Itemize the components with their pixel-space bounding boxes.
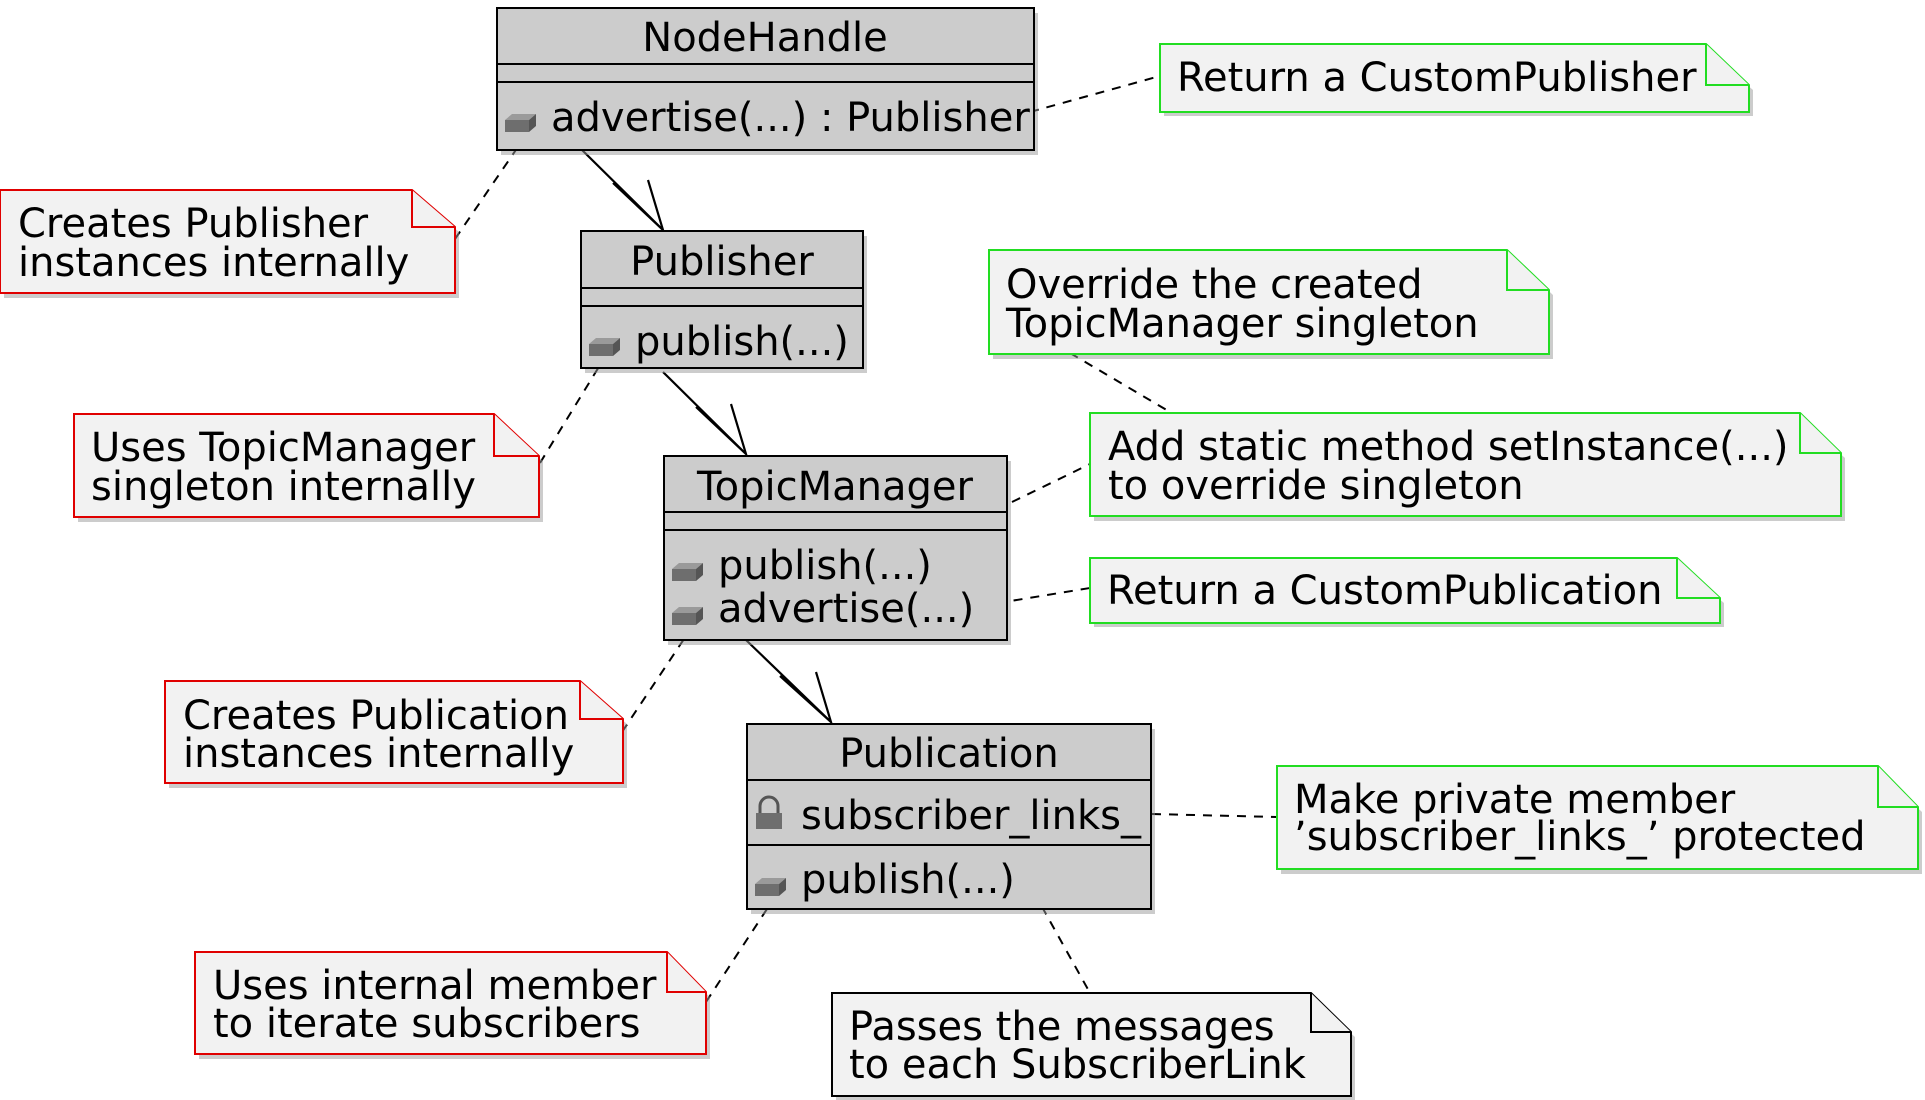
method-icon [672,563,703,581]
lock-icon [756,795,782,829]
method-icon [589,338,620,356]
note-make-protected: Make private member ’subscriber_links_’ … [1276,765,1922,874]
note-text-line: Override the created [1006,262,1423,308]
note-return-custompublisher: Return a CustomPublisher [1159,43,1753,116]
note-text-line: ’subscriber_links_’ protected [1294,814,1866,860]
arrow-publisher-topicmanager [662,371,749,458]
note-passes-messages: Passes the messages to each SubscriberLi… [831,992,1355,1100]
method-publish: publish(...) [718,543,932,589]
note-text-line: Uses TopicManager [91,425,476,471]
note-text-line: instances internally [183,731,574,777]
arrow-topicmanager-publication [745,639,834,726]
note-text-line: to each SubscriberLink [849,1042,1307,1088]
note-text-line: Return a CustomPublication [1107,568,1662,614]
note-add-static-method: Add static method setInstance(...) to ov… [1089,412,1845,521]
note-text-line: Creates Publication [183,693,569,739]
link-return-custompublisher [1029,75,1161,113]
note-return-custompublication: Return a CustomPublication [1089,557,1724,627]
method-publish: publish(...) [635,319,849,365]
method-publish: publish(...) [801,857,1015,903]
note-text-line: to override singleton [1108,463,1524,509]
note-text-line: Passes the messages [849,1004,1275,1050]
note-creates-publisher: Creates Publisher instances internally [0,189,459,298]
class-publisher[interactable]: Publisher publish(...) [580,230,867,373]
method-icon [505,114,536,132]
note-text-line: Creates Publisher [18,201,369,247]
note-override-singleton: Override the created TopicManager single… [988,249,1553,359]
note-text-line: Return a CustomPublisher [1177,55,1697,101]
class-name: TopicManager [696,464,973,510]
class-nodehandle[interactable]: NodeHandle advertise(...) : Publisher [496,7,1038,155]
note-text-line: TopicManager singleton [1005,301,1479,347]
note-text-line: Make private member [1294,777,1736,823]
link-add-static-method [1011,463,1091,503]
method-icon [755,878,786,896]
note-uses-topicmanager: Uses TopicManager singleton internally [73,413,543,522]
method-advertise: advertise(...) : Publisher [551,95,1030,141]
method-advertise: advertise(...) [718,586,974,632]
note-text-line: instances internally [18,240,409,286]
method-icon [672,607,703,625]
note-text-line: singleton internally [91,464,476,510]
link-make-protected [1151,813,1278,818]
class-name: Publication [839,731,1059,777]
note-text-line: Uses internal member [213,963,657,1009]
note-text-line: to iterate subscribers [213,1001,641,1047]
class-publication[interactable]: Publication subscriber_links_ publish(..… [746,723,1155,914]
class-name: Publisher [630,239,814,285]
note-uses-internal-member: Uses internal member to iterate subscrib… [194,951,710,1059]
class-name: NodeHandle [642,15,887,61]
field-subscriber-links: subscriber_links_ [801,793,1142,839]
class-topicmanager[interactable]: TopicManager publish(...) advertise(...) [663,455,1011,645]
note-text-line: Add static method setInstance(...) [1108,424,1789,470]
arrow-nodehandle-publisher [579,147,666,234]
link-override-singleton [1069,352,1171,413]
note-creates-publication: Creates Publication instances internally [164,680,627,788]
link-creates-publisher [454,121,536,240]
